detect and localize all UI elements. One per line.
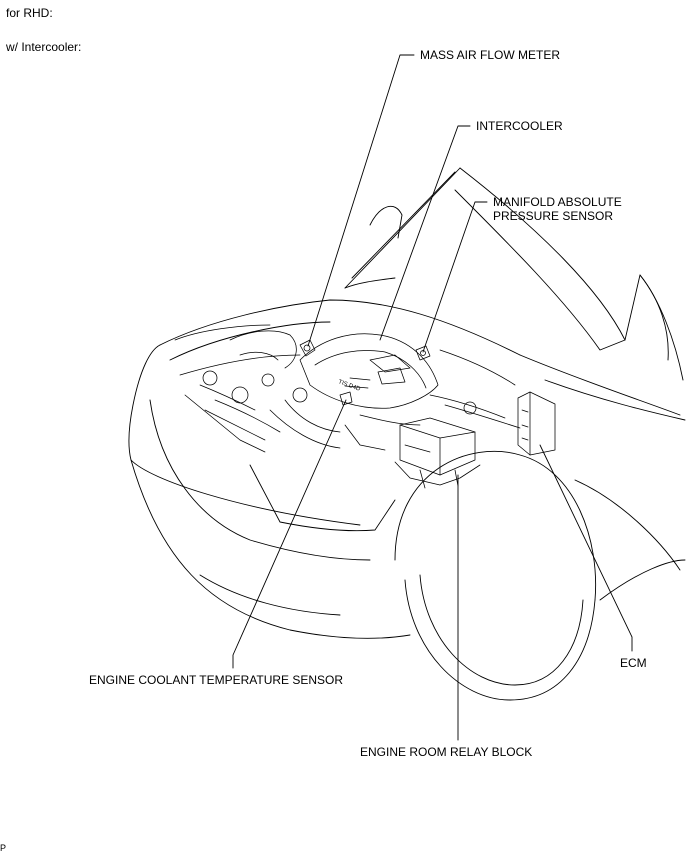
footer-code: P (0, 843, 7, 853)
leader-intercooler (379, 125, 471, 341)
label-manifold-absolute-pressure-sensor: MANIFOLD ABSOLUTE PRESSURE SENSOR (493, 195, 622, 223)
leader-lines (232, 54, 633, 741)
label-ecm: ECM (620, 656, 647, 670)
leader-ecm (539, 444, 633, 652)
leader-manifold-absolute-pressure-sensor (422, 201, 488, 353)
engine-cover-text: TIS D4D (337, 379, 361, 393)
header-variant: w/ Intercooler: (6, 40, 82, 54)
vehicle-body (128, 167, 686, 701)
header-config: for RHD: (6, 6, 53, 20)
label-mass-air-flow-meter: MASS AIR FLOW METER (420, 48, 561, 62)
leader-engine-coolant-temperature-sensor (232, 399, 347, 669)
engine-bay: TIS D4D (174, 324, 556, 489)
leader-mass-air-flow-meter (307, 54, 415, 347)
label-engine-room-relay-block: ENGINE ROOM RELAY BLOCK (360, 745, 533, 759)
label-engine-coolant-temperature-sensor: ENGINE COOLANT TEMPERATURE SENSOR (89, 673, 344, 687)
label-intercooler: INTERCOOLER (476, 119, 563, 133)
